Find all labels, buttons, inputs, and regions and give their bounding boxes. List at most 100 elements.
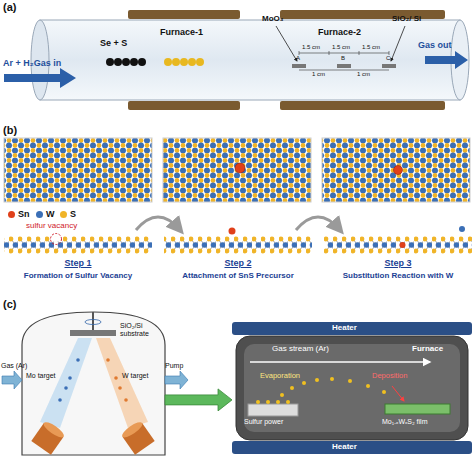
dimension-line	[359, 51, 360, 55]
sulfurization-furnace	[250, 361, 430, 363]
lattice-side-view	[324, 236, 472, 254]
tube-furnace	[128, 10, 240, 19]
sulfurization-furnace	[392, 386, 404, 401]
sulfur-vacancy	[51, 234, 62, 245]
sputter-target	[120, 420, 155, 455]
sulfurization-furnace	[248, 404, 298, 416]
precursor-powder	[122, 58, 130, 66]
sputter-plume	[118, 386, 122, 390]
sputter-target	[42, 420, 66, 440]
sputter-plume	[40, 338, 92, 428]
sulfurization-furnace	[232, 441, 472, 454]
precursor-powder	[164, 58, 172, 66]
step-description: Substitution Reaction with W	[322, 271, 474, 280]
precursor-powder	[106, 58, 114, 66]
sulfurization-furnace	[232, 322, 472, 335]
leader-line	[276, 26, 405, 61]
zone-label: Furnace-2	[318, 27, 361, 37]
zone-label: Furnace-1	[160, 27, 203, 37]
dimension-line	[389, 51, 390, 55]
sulfurization-furnace	[232, 322, 472, 454]
dimension-line	[329, 51, 330, 55]
step-arrow	[296, 217, 340, 230]
panel-label: (b)	[3, 124, 17, 137]
sulfurization-furnace	[244, 344, 460, 432]
position-label: B	[341, 55, 345, 62]
sputter-plume	[106, 358, 110, 362]
sputter-plume	[96, 338, 148, 428]
sulfur-vapor	[366, 384, 370, 388]
gas-stream-label: Gas stream (Ar)	[272, 344, 329, 353]
film-label: Mo₁₋ₓWₓS₂ film	[382, 418, 428, 426]
lattice-side-view	[4, 236, 472, 254]
panel-label: (c)	[3, 298, 16, 311]
sputter-plume	[64, 386, 68, 390]
sputter-target	[31, 420, 154, 455]
dimension-label: 1.5 cm	[332, 44, 350, 51]
legend-text: W	[46, 209, 55, 219]
source-label: Sulfur power	[244, 418, 283, 426]
process-label: Evaporation	[260, 372, 300, 381]
precursor-powder	[180, 58, 188, 66]
sulfur-vapor	[382, 390, 386, 394]
tube-furnace	[40, 20, 460, 100]
lattice-side-view	[4, 236, 152, 254]
sputtering-chamber	[70, 330, 116, 336]
legend-text: S	[70, 209, 76, 219]
step-panel: Step 2Attachment of SnS Precursor	[162, 230, 314, 292]
legend-swatch	[60, 211, 67, 218]
dimension-label: 1.5 cm	[362, 44, 380, 51]
step-panel: Step 1Formation of Sulfur Vacancy	[2, 230, 154, 292]
lattice-side-view	[164, 236, 312, 254]
dimension-line	[299, 70, 389, 71]
gas-inlet-label: Ar + H₂Gas in	[3, 58, 61, 68]
step-number: Step 3	[322, 258, 474, 268]
pump-label: Pump	[165, 362, 183, 370]
precursor-powder	[114, 58, 122, 66]
gas-outlet-label: Gas out	[418, 40, 452, 50]
lattice-top-view	[235, 163, 245, 173]
sputter-plume	[68, 376, 72, 380]
gas-flow-arrow	[4, 51, 468, 88]
sputter-target	[31, 420, 66, 455]
lattice-top-view	[163, 138, 311, 202]
sputtering-chamber	[22, 312, 165, 455]
precursor-powder	[106, 58, 204, 66]
sulfur-vapor	[256, 400, 260, 404]
tin-atom	[400, 242, 406, 248]
sputter-target	[120, 420, 144, 440]
sulfurization-furnace	[236, 336, 468, 440]
precursor-powder	[130, 58, 138, 66]
leader-line	[276, 26, 297, 61]
sulfur-vapor	[348, 379, 352, 383]
sputter-plume	[114, 376, 118, 380]
transition-arrow	[165, 389, 232, 411]
substrate-boat	[292, 64, 306, 68]
gas-port-arrow	[2, 371, 188, 389]
precursor-powder	[172, 58, 180, 66]
tungsten-atom	[459, 226, 465, 232]
precursor-label: MoO₃	[262, 14, 283, 23]
position-label: C	[386, 55, 390, 62]
sulfurization-furnace	[385, 404, 450, 414]
substrate-boat	[382, 64, 396, 68]
precursor-powder	[138, 58, 146, 66]
process-label: Deposition	[372, 372, 407, 381]
tube-furnace	[128, 101, 240, 110]
step-description: Formation of Sulfur Vacancy	[2, 271, 154, 280]
sulfur-vapor	[280, 393, 284, 397]
precursor-label: Se + S	[100, 38, 127, 48]
dimension-label: 1 cm	[312, 71, 325, 78]
leader-line	[391, 26, 405, 61]
lattice-top-view	[4, 138, 152, 202]
dimension-line	[299, 51, 300, 55]
step-description: Attachment of SnS Precursor	[162, 271, 314, 280]
heater-label: Heater	[332, 323, 357, 332]
tungsten-atom	[459, 226, 465, 232]
gas-flow-arrow	[425, 51, 468, 69]
sulfur-vapor	[330, 377, 334, 381]
sputtering-chamber	[22, 312, 165, 455]
legend-text: Sn	[18, 209, 30, 219]
substrate-label: SiO₂/Si substrate	[120, 322, 164, 338]
